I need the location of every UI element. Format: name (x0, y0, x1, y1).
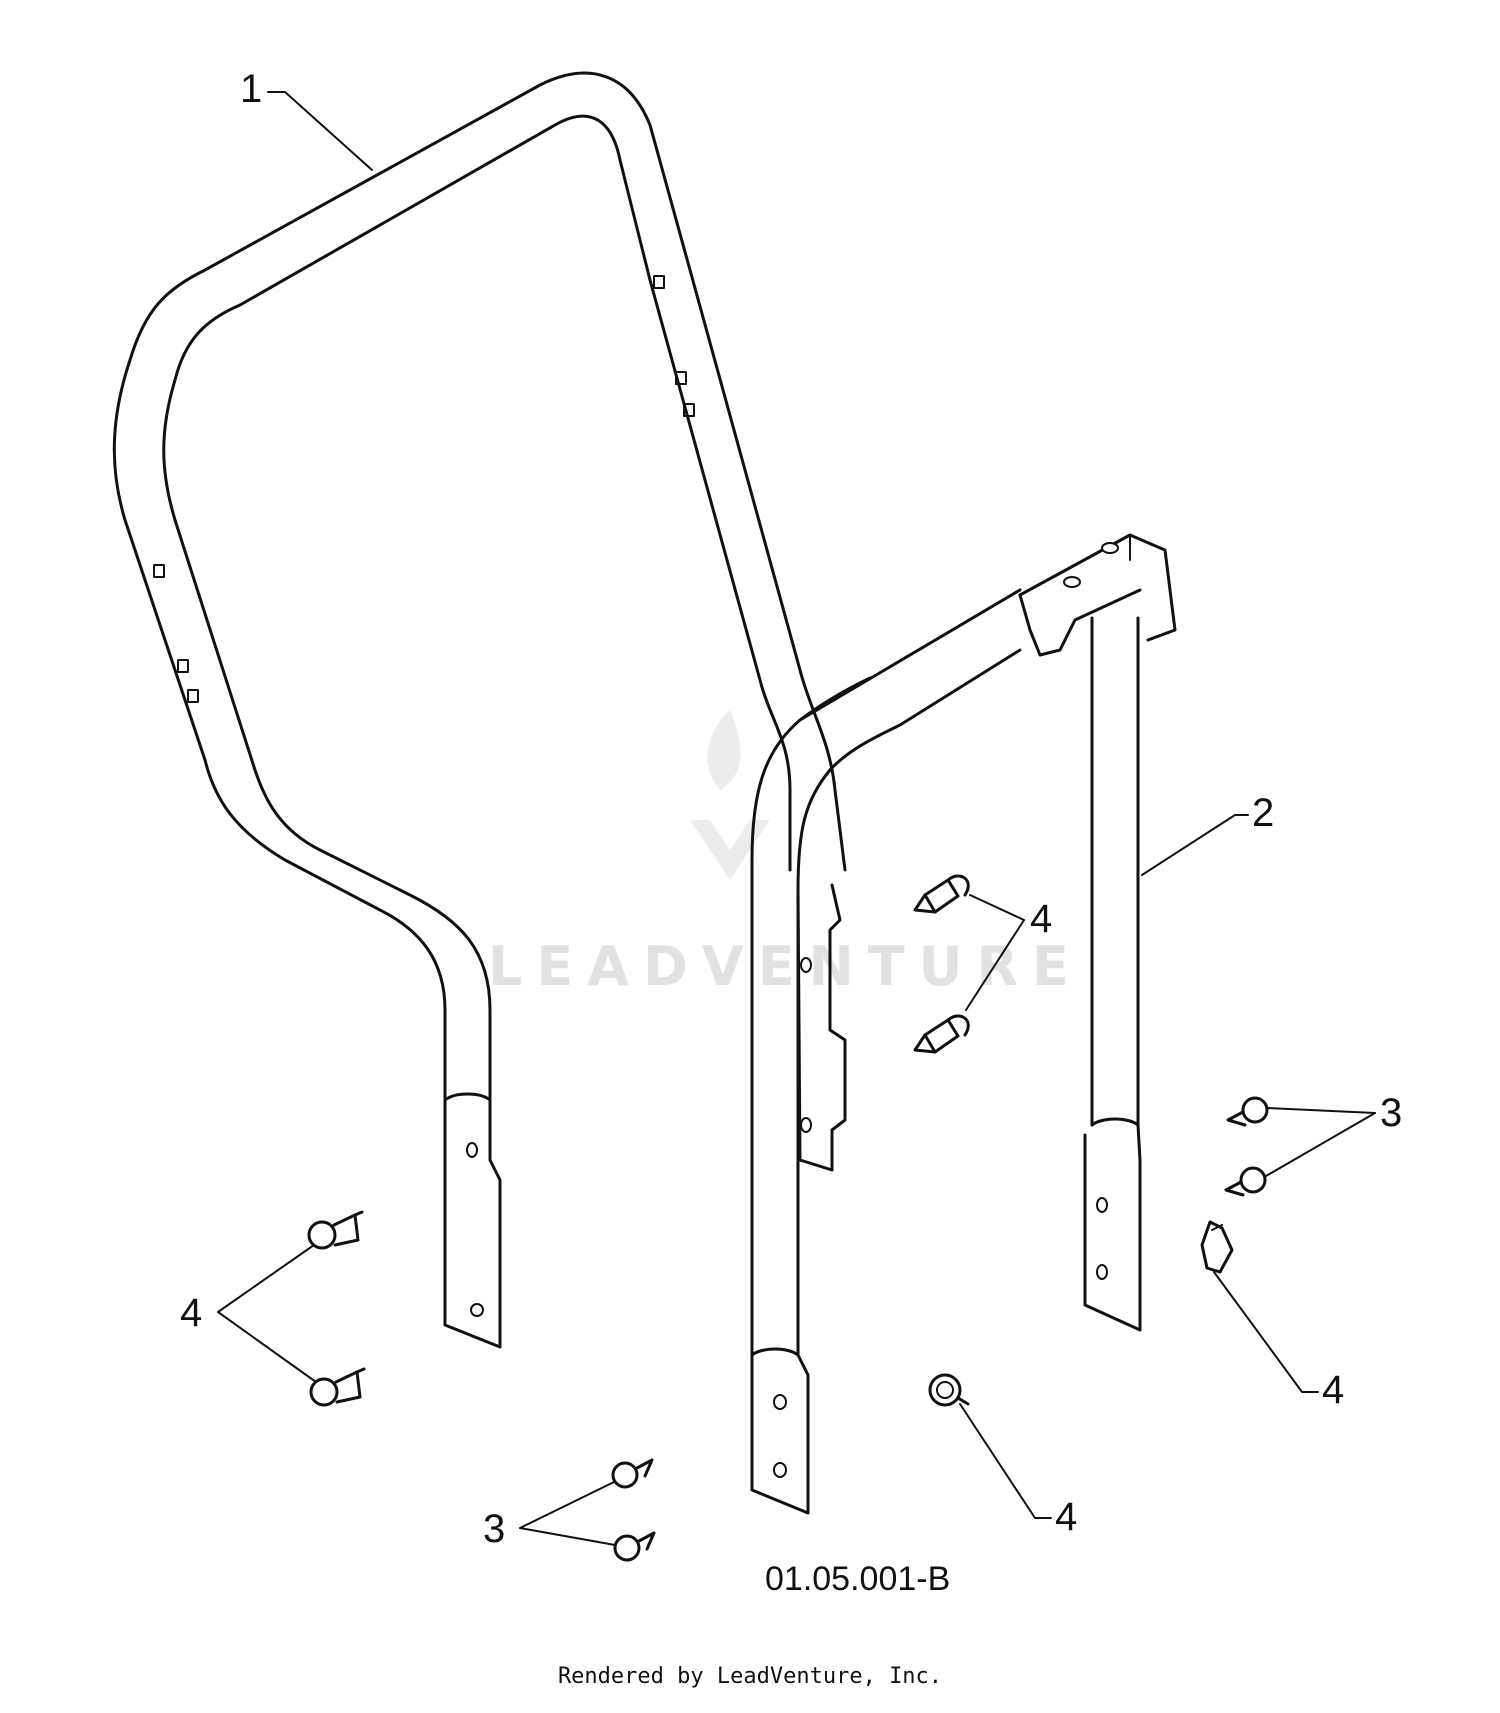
callout-4-upper: 4 (1030, 897, 1052, 941)
leader-3-bottom-a (519, 1481, 615, 1529)
leader-1 (267, 91, 373, 171)
callout-4-left: 4 (180, 1291, 202, 1335)
figure-id: 01.05.001-B (765, 1560, 950, 1598)
callout-3-right: 3 (1380, 1091, 1402, 1135)
bolt-part-4-upper-a (913, 874, 970, 914)
bolt-part-4-bottom (928, 1373, 970, 1407)
callout-3-bottom: 3 (483, 1507, 505, 1551)
leader-3-right-b (1265, 1112, 1376, 1177)
leader-3-right-a (1267, 1107, 1376, 1114)
leader-4-upper-a (969, 894, 1025, 921)
screw-part-3-right-b (1224, 1166, 1267, 1197)
leader-4-upper-b (965, 919, 1025, 1011)
leader-4-left-b (217, 1311, 317, 1383)
screw-part-3-bottom-a (611, 1458, 654, 1489)
part-2-support-frame (750, 533, 1177, 1515)
screw-part-3-right-a (1226, 1096, 1269, 1127)
leader-4-right (1213, 1271, 1319, 1393)
leader-2 (1141, 814, 1249, 876)
leader-3-bottom-b (519, 1527, 616, 1546)
bolt-part-4-right (1200, 1220, 1234, 1274)
bolt-part-4-left-a (307, 1210, 364, 1250)
leader-4-left-a (217, 1244, 315, 1313)
leader-lines (217, 91, 1376, 1546)
leader-4-bottom (959, 1403, 1052, 1519)
callout-4-right: 4 (1322, 1368, 1344, 1412)
bolt-part-4-left-b (309, 1367, 366, 1407)
callout-1: 1 (240, 67, 262, 111)
watermark-text: LEADVENTURE (488, 935, 1083, 998)
callout-2: 2 (1252, 791, 1274, 835)
part-1-roll-bar (112, 71, 847, 1349)
callout-4-bottom: 4 (1055, 1495, 1077, 1539)
screw-part-3-bottom-b (613, 1531, 656, 1562)
watermark: LEADVENTURE (488, 710, 1083, 998)
footer-credit: Rendered by LeadVenture, Inc. (557, 1664, 943, 1689)
bolt-part-4-upper-b (913, 1014, 970, 1054)
callouts: 1 2 3 3 4 4 4 4 (180, 67, 1402, 1551)
